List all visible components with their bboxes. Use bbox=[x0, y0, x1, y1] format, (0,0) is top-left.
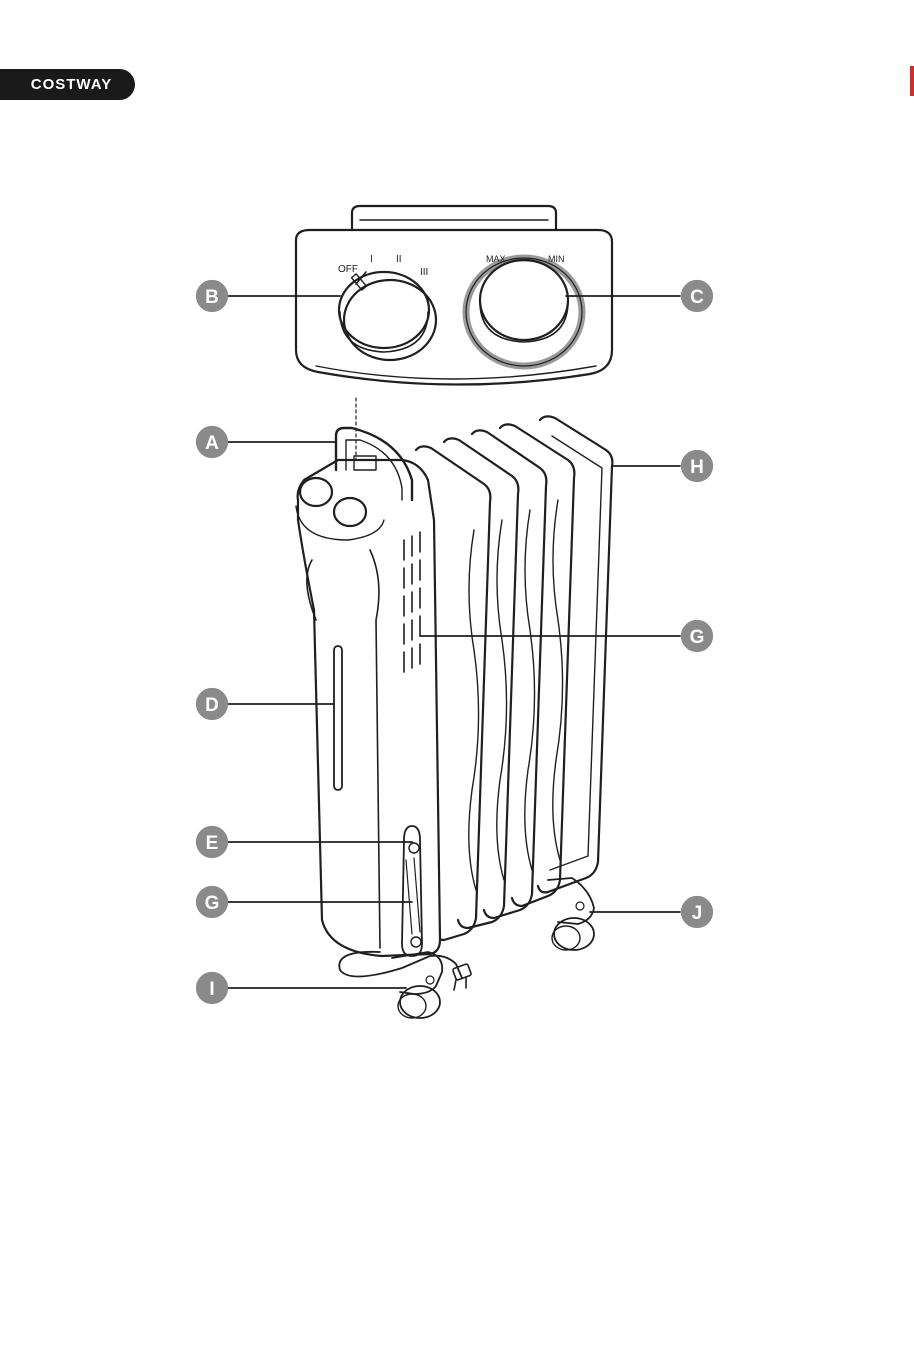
heater-body bbox=[296, 416, 612, 1018]
panel-body bbox=[296, 230, 612, 385]
heater-fins bbox=[416, 416, 612, 940]
callout-j: J bbox=[682, 897, 712, 927]
callout-a: A bbox=[197, 427, 227, 457]
control-panel-detail: OFF I II III MAX MIN bbox=[296, 206, 612, 385]
svg-text:J: J bbox=[692, 903, 703, 924]
callout-g-upper: G bbox=[682, 621, 712, 651]
callout-leaders bbox=[228, 296, 680, 988]
svg-text:A: A bbox=[205, 433, 219, 454]
callout-g-lower: G bbox=[197, 887, 227, 917]
svg-text:E: E bbox=[206, 833, 219, 854]
svg-text:I: I bbox=[209, 979, 214, 1000]
svg-text:B: B bbox=[205, 287, 219, 308]
dial-mark-1: I bbox=[370, 254, 373, 265]
callout-h: H bbox=[682, 451, 712, 481]
callout-e: E bbox=[197, 827, 227, 857]
callout-badges: A B C D E G G H bbox=[197, 281, 712, 1003]
panel-top-tab bbox=[352, 206, 556, 230]
thermostat-mark-max: MAX bbox=[486, 254, 506, 264]
svg-text:D: D bbox=[205, 695, 219, 716]
dial-mark-2: II bbox=[396, 254, 402, 265]
dial-mark-3: III bbox=[420, 267, 428, 278]
power-selector-dial[interactable] bbox=[339, 272, 436, 360]
svg-text:H: H bbox=[690, 457, 704, 478]
callout-i: I bbox=[197, 973, 227, 1003]
callout-c: C bbox=[682, 281, 712, 311]
svg-text:G: G bbox=[690, 627, 705, 648]
thermostat-dial[interactable] bbox=[466, 258, 582, 366]
callout-b: B bbox=[197, 281, 227, 311]
callout-d: D bbox=[197, 689, 227, 719]
dial-mark-off: OFF bbox=[338, 264, 358, 275]
thermostat-mark-min: MIN bbox=[548, 254, 565, 264]
svg-text:G: G bbox=[205, 893, 220, 914]
svg-text:C: C bbox=[690, 287, 704, 308]
